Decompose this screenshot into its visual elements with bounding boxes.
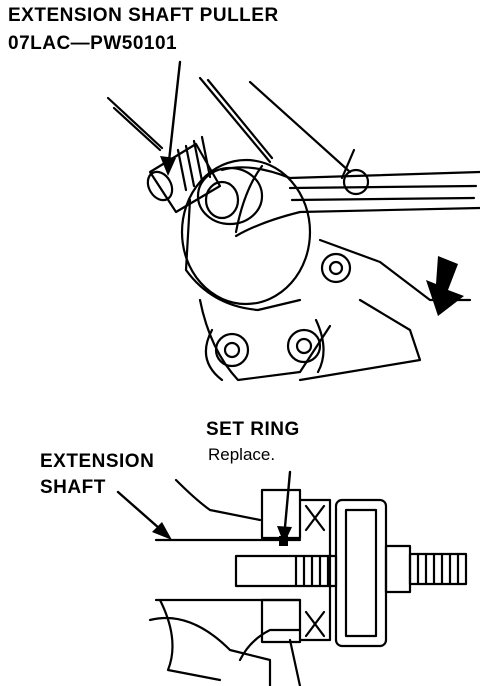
tool-number-label: 07LAC—PW50101	[8, 33, 178, 54]
extension-shaft-label-line2: SHAFT	[40, 477, 106, 498]
tool-name-label: EXTENSION SHAFT PULLER	[8, 5, 279, 26]
set-ring-label: SET RING	[206, 419, 300, 440]
set-ring-note: Replace.	[208, 445, 276, 464]
extension-shaft-label-line1: EXTENSION	[40, 451, 155, 472]
section-view	[148, 478, 468, 686]
